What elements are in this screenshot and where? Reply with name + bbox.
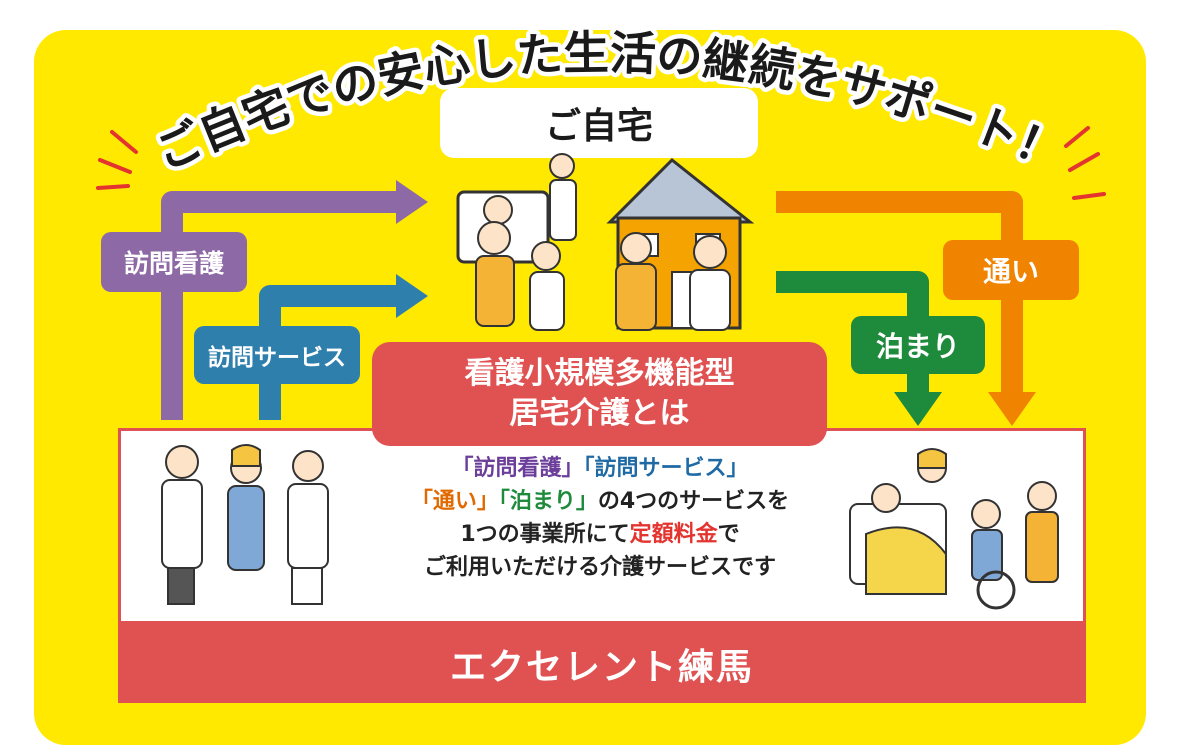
- arrowhead-nursing-visit: [396, 180, 428, 224]
- desc-line-3: 1つの事業所にて定額料金で: [330, 518, 870, 551]
- desc-line-4: ご利用いただける介護サービスです: [423, 555, 776, 580]
- house-family-illustration: [456, 153, 755, 331]
- arrow-nursing-visit: [161, 191, 400, 420]
- service-tag-day-visit: 通い: [943, 240, 1079, 300]
- desc-nursing-visit: 「訪問看護」: [451, 456, 584, 481]
- desc-day-visit: 「通い」: [410, 489, 499, 514]
- desc-flat-fee: 定額料金: [629, 522, 718, 547]
- arrow-day-visit: [776, 191, 1023, 396]
- center-title-line2: 居宅介護とは: [509, 396, 690, 431]
- center-title-line1: 看護小規模多機能型: [464, 356, 735, 391]
- medical-staff-illustration: [161, 444, 329, 605]
- center-title-box: 看護小規模多機能型 居宅介護とは: [372, 342, 827, 446]
- spark-lines-icon: [96, 126, 1106, 200]
- service-tag-stay: 泊まり: [851, 316, 985, 374]
- desc-line3-tail: で: [717, 522, 740, 547]
- care-scene-illustration: [849, 448, 1059, 610]
- arrowhead-visit-service: [396, 274, 428, 318]
- desc-line2-tail: の4つのサービスを: [597, 489, 790, 514]
- arrowhead-stay: [894, 392, 942, 426]
- home-label: ご自宅: [440, 88, 758, 158]
- service-description: 「訪問看護」「訪問サービス」 「通い」「泊まり」の4つのサービスを 1つの事業所…: [330, 452, 870, 584]
- desc-line3-head: 1つの事業所にて: [460, 522, 630, 547]
- service-tag-nursing-visit: 訪問看護: [101, 232, 247, 292]
- facility-name-band: エクセレント練馬: [118, 624, 1086, 703]
- desc-visit-service: 「訪問サービス」: [583, 456, 749, 481]
- arrowhead-day-visit: [988, 392, 1036, 426]
- desc-line-1: 「訪問看護」「訪問サービス」: [330, 452, 870, 485]
- desc-stay: 「泊まり」: [498, 489, 598, 514]
- facility-name: エクセレント練馬: [449, 646, 754, 688]
- desc-line-2: 「通い」「泊まり」の4つのサービスを: [330, 485, 870, 518]
- service-tag-visit-service: 訪問サービス: [194, 326, 360, 384]
